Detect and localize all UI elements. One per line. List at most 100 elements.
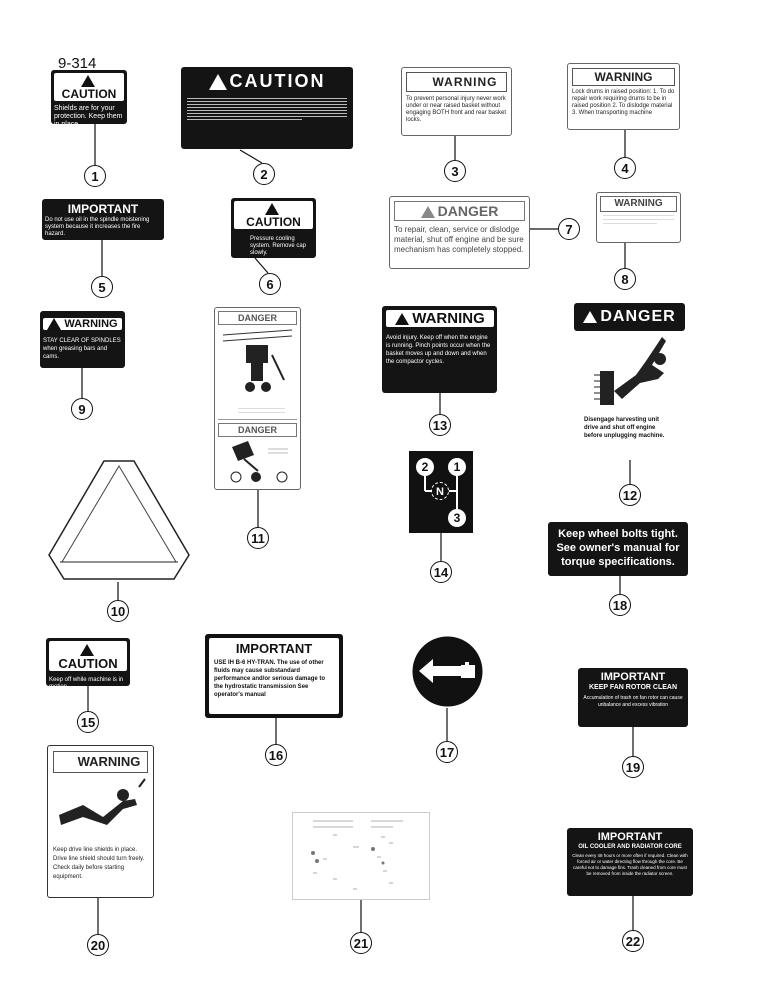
- callout-15: 15: [77, 711, 99, 733]
- decal-caution-keep-off: CAUTION Keep off while machine is in mot…: [46, 638, 130, 690]
- decal-header: CAUTION: [246, 215, 301, 229]
- callout-4: 4: [614, 157, 636, 179]
- drive-line-entanglement-pictogram: [59, 778, 146, 825]
- callout-21: 21: [350, 932, 372, 954]
- decal-body: Do not use oil in the spindle moistening…: [45, 217, 150, 237]
- slow-moving-vehicle-emblem: [48, 460, 190, 580]
- decal-header: CAUTION: [229, 71, 326, 91]
- callout-5: 5: [91, 276, 113, 298]
- warning-triangle-icon: [583, 310, 598, 323]
- gear-position-neutral: N: [431, 482, 449, 500]
- warning-triangle-icon: [420, 206, 435, 219]
- hand-entanglement-pictogram: [594, 337, 666, 405]
- decal-subheader: OIL COOLER AND RADIATOR CORE: [578, 844, 682, 850]
- decal-header: CAUTION: [58, 656, 118, 671]
- callout-6: 6: [259, 273, 281, 295]
- warning-triangle-icon: [265, 202, 279, 215]
- decal-danger-shut-off-engine: DANGER To repair, clean, service or disl…: [389, 196, 530, 269]
- decal-body: USE IH B-6 HY-TRAN. The use of other flu…: [214, 660, 326, 698]
- callout-13: 13: [429, 414, 451, 436]
- decal-fine-print: [185, 98, 349, 120]
- warning-triangle-icon: [80, 74, 95, 87]
- decal-important-hy-tran: IMPORTANT USE IH B-6 HY-TRAN. The use of…: [205, 634, 343, 718]
- decal-header: WARNING: [412, 310, 485, 327]
- decal-header: WARNING: [594, 70, 653, 84]
- gear-position-1: 1: [448, 458, 466, 476]
- decal-body: To prevent personal injury never work un…: [406, 96, 507, 123]
- decal-important-spindle-oil: IMPORTANT Do not use oil in the spindle …: [42, 199, 164, 240]
- callout-14: 14: [430, 561, 452, 583]
- decal-subheader: KEEP FAN ROTOR CLEAN: [588, 684, 678, 691]
- decal-header: CAUTION: [61, 87, 117, 101]
- decal-warning-lock-drums: WARNING Lock drums in raised position: 1…: [567, 63, 680, 130]
- callout-16: 16: [265, 744, 287, 766]
- decal-caution-pressure-cooling: CAUTION Pressure cooling system. Remove …: [231, 198, 316, 258]
- decal-body: Lock drums in raised position: 1. To do …: [572, 89, 675, 116]
- decal-body: Keep wheel bolts tight. See owner's manu…: [556, 528, 680, 568]
- page-id: 9-314: [58, 55, 97, 72]
- callout-11: 11: [247, 527, 269, 549]
- decal-body: Keep drive line shields in place. Drive …: [53, 847, 145, 880]
- decal-caution-electrical: CAUTION: [181, 67, 353, 149]
- decal-body: Pressure cooling system. Remove cap slow…: [250, 236, 307, 256]
- decal-header: IMPORTANT: [235, 641, 313, 656]
- decal-important-fan-rotor: IMPORTANT KEEP FAN ROTOR CLEAN Accumulat…: [578, 668, 688, 727]
- warning-triangle-icon: [60, 756, 75, 769]
- decal-warning-spindles: WARNING STAY CLEAR OF SPINDLES when grea…: [40, 311, 125, 368]
- callout-12: 12: [619, 484, 641, 506]
- callout-7: 7: [558, 218, 580, 240]
- decal-header: DANGER: [237, 313, 277, 323]
- callout-20: 20: [87, 934, 109, 956]
- decal-body: Keep off while machine is in motion.: [49, 677, 124, 690]
- decal-header: IMPORTANT: [67, 202, 139, 216]
- decal-header: IMPORTANT: [600, 671, 666, 683]
- decal-body: Accumulation of trash on fan rotor can c…: [583, 695, 683, 708]
- decal-header: DANGER: [237, 425, 277, 435]
- warning-triangle-icon: [47, 318, 62, 331]
- warning-triangle-icon: [79, 643, 94, 656]
- gear-position-2: 2: [416, 458, 434, 476]
- callout-10: 10: [107, 600, 129, 622]
- callout-18: 18: [609, 594, 631, 616]
- decal-important-oil-cooler: IMPORTANT OIL COOLER AND RADIATOR CORE C…: [567, 828, 693, 896]
- gear-position-3: 3: [448, 509, 466, 527]
- decal-header: IMPORTANT: [597, 831, 663, 843]
- decal-header: WARNING: [614, 198, 663, 209]
- decal-body: Avoid injury. Keep off when the engine i…: [386, 335, 491, 365]
- decal-body: Disengage harvesting unit drive and shut…: [584, 417, 665, 439]
- decal-body: Clean every 48 hours or more often if re…: [572, 853, 688, 876]
- decal-wheel-bolts: Keep wheel bolts tight. See owner's manu…: [548, 522, 688, 576]
- warning-triangle-icon: [208, 74, 227, 91]
- decal-header: WARNING: [77, 754, 141, 769]
- decal-gear-shift-pattern: 2 1 N 3: [409, 451, 473, 533]
- callout-3: 3: [444, 160, 466, 182]
- decal-warning-pinch-points: WARNING Avoid injury. Keep off when the …: [382, 306, 497, 393]
- raised-basket-pictogram: [230, 441, 288, 483]
- decal-body: Shields are for your protection. Keep th…: [54, 105, 123, 128]
- machine-wires-pictogram: [222, 329, 293, 392]
- decal-body: To repair, clean, service or dislodge ma…: [394, 225, 524, 254]
- warning-triangle-icon: [415, 77, 430, 88]
- direction-arrow-icon: [412, 636, 483, 707]
- warning-triangle-icon: [395, 313, 410, 326]
- decal-danger-overhead-wires: DANGER DANGER: [214, 307, 301, 490]
- decal-header: DANGER: [600, 308, 676, 325]
- decal-warning-drive-line: WARNING Keep drive line shields in place…: [47, 745, 154, 898]
- decal-header: WARNING: [64, 318, 118, 330]
- decal-header: WARNING: [432, 75, 498, 89]
- callout-2: 2: [253, 163, 275, 185]
- decal-faded-instruction-sheet: [292, 812, 430, 900]
- decal-caution-shields: CAUTION Shields are for your protection.…: [51, 70, 127, 128]
- decal-body: STAY CLEAR OF SPINDLES when greasing bar…: [43, 338, 121, 360]
- decal-header: DANGER: [437, 203, 499, 219]
- callout-17: 17: [436, 741, 458, 763]
- faded-chart-marks: [311, 820, 403, 890]
- callout-8: 8: [614, 268, 636, 290]
- decal-warning-basket-locks: WARNING To prevent personal injury never…: [401, 67, 512, 136]
- callout-9: 9: [71, 398, 93, 420]
- callout-19: 19: [622, 756, 644, 778]
- callout-1: 1: [84, 165, 106, 187]
- decal-danger-harvesting-unit: DANGER Disengage harvesting unit drive a…: [574, 303, 685, 460]
- decal-warning-8: WARNING: [596, 192, 681, 243]
- callout-22: 22: [622, 930, 644, 952]
